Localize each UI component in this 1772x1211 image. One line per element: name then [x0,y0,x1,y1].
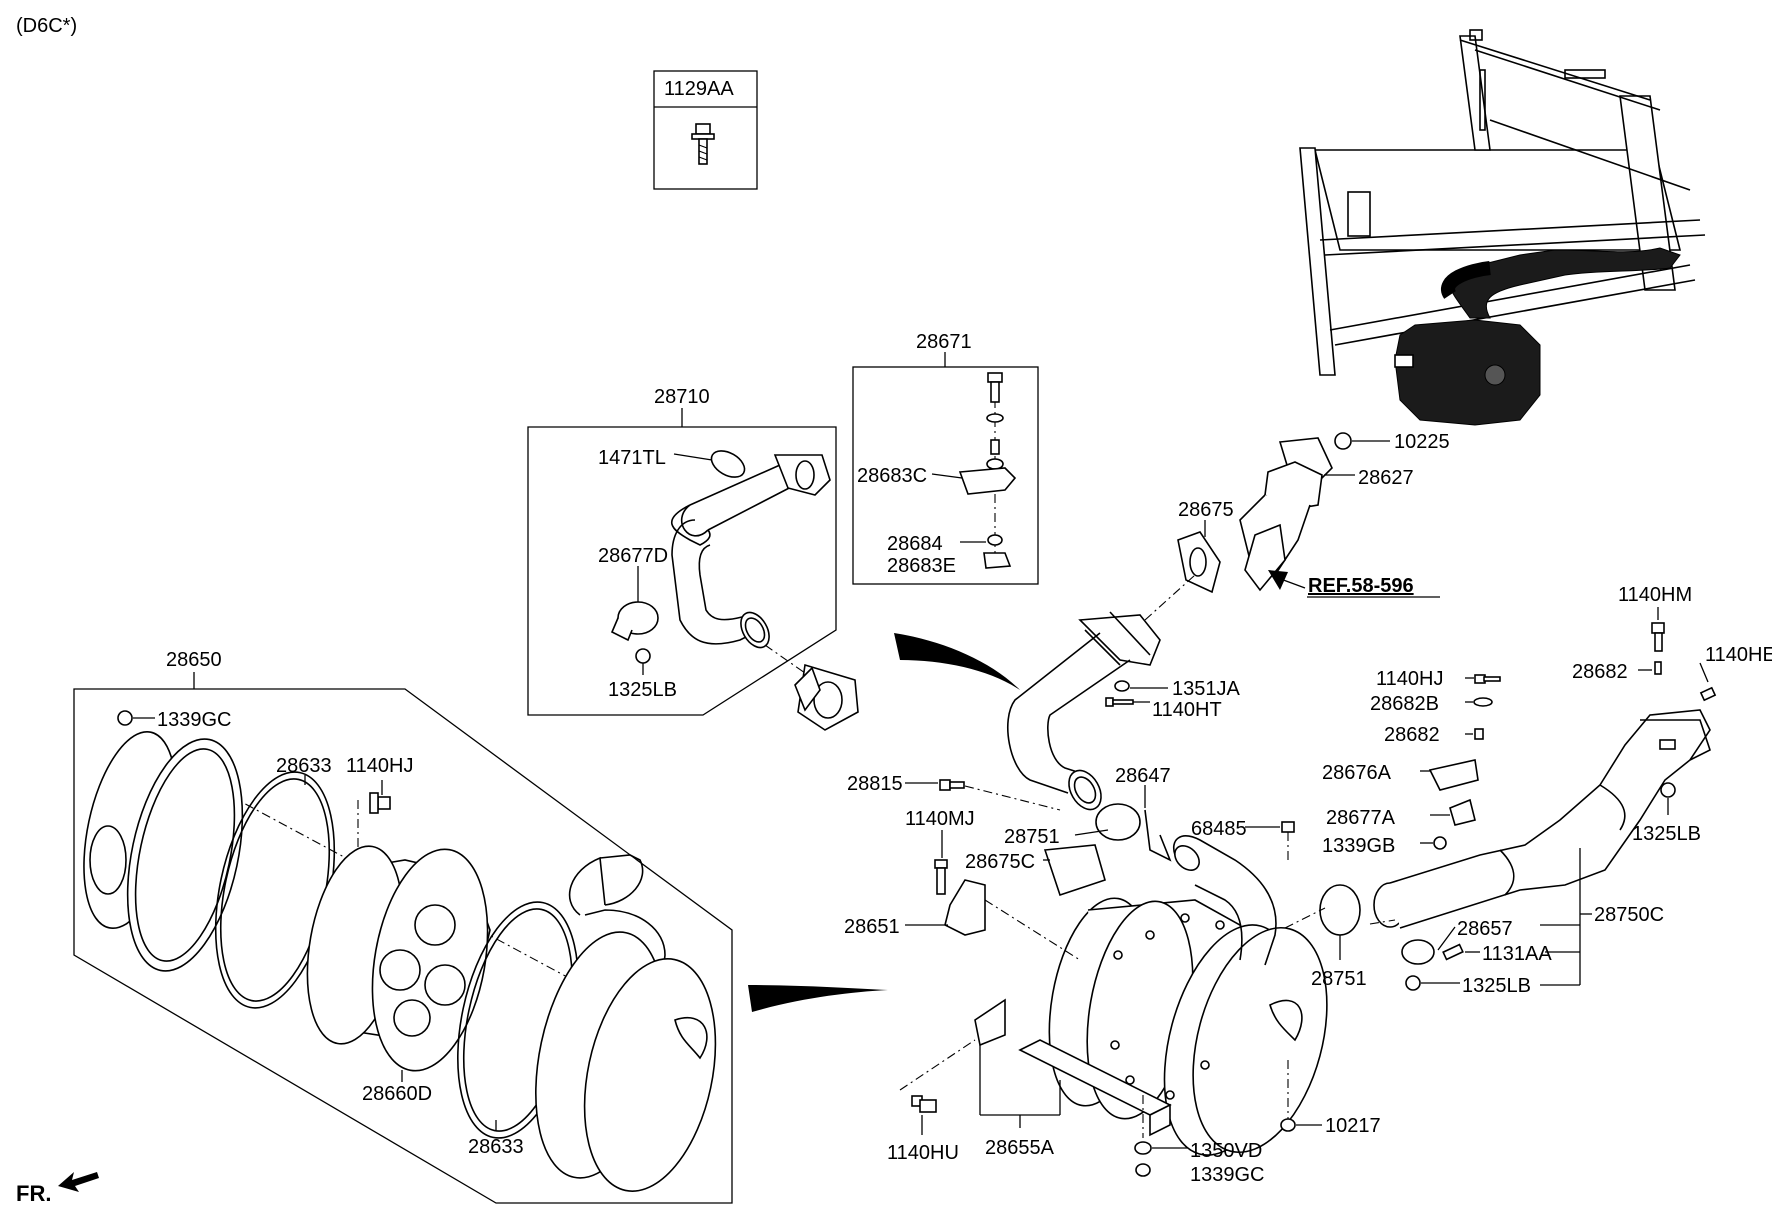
callout-10225: 10225 [1394,431,1450,453]
muffler-assembly [1048,835,1328,1156]
upper-pipe-assembly: 10225 28627 28675 REF.58-596 [1144,431,1450,621]
front-arrow-icon [58,1172,99,1192]
callout-1351JA: 1351JA [1172,678,1240,700]
callout-28676A: 28676A [1322,762,1392,784]
muffler-support [974,998,1172,1137]
bolt-icon [691,123,715,165]
callout-28751-b: 28751 [1311,968,1367,990]
down-pipe: 1351JA 1140HT [1007,611,1240,811]
callout-28815: 28815 [847,773,903,795]
reference-label: REF.58-596 [1308,575,1414,597]
callout-28647: 28647 [1115,765,1171,787]
callout-28650: 28650 [166,649,222,671]
callout-1129AA: 1129AA [664,78,734,100]
assembly-arrow-upper [894,633,1020,690]
callout-1140MJ: 1140MJ [905,808,975,830]
callout-28660D: 28660D [362,1083,432,1105]
callout-28657: 28657 [1457,918,1513,940]
tail-pipe [1373,709,1711,929]
part-box-1129AA: 1129AA [653,70,758,190]
outlet-silencer [535,854,717,1192]
callout-1131AA: 1131AA [1482,943,1552,965]
callout-28677D: 28677D [598,545,668,567]
callout-1140HE: 1140HE [1705,644,1772,666]
callout-1325LB-b: 1325LB [1462,975,1531,997]
callout-1140HM: 1140HM [1618,584,1692,606]
callout-1325LB-a: 1325LB [608,679,677,701]
inlet-end-cap [83,730,244,972]
chassis-frame-overview [1299,29,1706,426]
callout-28684: 28684 [887,533,943,555]
callout-28651: 28651 [844,916,900,938]
callout-68485: 68485 [1191,818,1247,840]
callout-1140HT: 1140HT [1152,699,1222,721]
callout-1350VD: 1350VD [1190,1140,1262,1162]
callout-28627: 28627 [1358,467,1414,489]
front-direction-marker: FR. [16,1172,99,1206]
callout-28682B: 28682B [1370,693,1439,715]
callout-28655A: 28655A [985,1137,1055,1159]
callout-28751-a: 28751 [1004,826,1060,848]
diesel-particulate-filter [306,845,491,1072]
callout-1339GC-a: 1339GC [157,709,232,731]
callout-1140HJ-b: 1140HJ [1376,668,1443,690]
callout-28682-a: 28682 [1384,724,1440,746]
part-box-28650: 28650 1339GC 28633 1140HJ [73,649,733,1204]
callout-28671: 28671 [916,331,972,353]
assembly-arrow-lower [748,985,888,1012]
callout-28633-a: 28633 [276,755,332,777]
part-box-28710: 28710 1471TL 28677D 1325LB [527,386,859,731]
engine-code-label: (D6C*) [16,15,77,37]
callout-28677A: 28677A [1326,807,1396,829]
callout-28633-b: 28633 [468,1136,524,1158]
callout-28710: 28710 [654,386,710,408]
callout-28682-b: 28682 [1572,661,1628,683]
callout-28675: 28675 [1178,499,1234,521]
callout-28675C: 28675C [965,851,1035,873]
front-label: FR. [16,1181,51,1206]
callout-1140HU: 1140HU [887,1142,959,1164]
callout-1339GB: 1339GB [1322,835,1395,857]
callout-1339GC-b: 1339GC [1190,1164,1265,1186]
part-box-28671: 28671 28683C 28684 28683E [852,331,1039,585]
callout-28683E: 28683E [887,555,956,577]
callout-1140HJ-a: 1140HJ [346,755,413,777]
callout-1471TL: 1471TL [598,447,666,469]
callout-28750C: 28750C [1594,904,1664,926]
callout-1325LB-c: 1325LB [1632,823,1701,845]
callout-28683C: 28683C [857,465,927,487]
callout-10217: 10217 [1325,1115,1381,1137]
